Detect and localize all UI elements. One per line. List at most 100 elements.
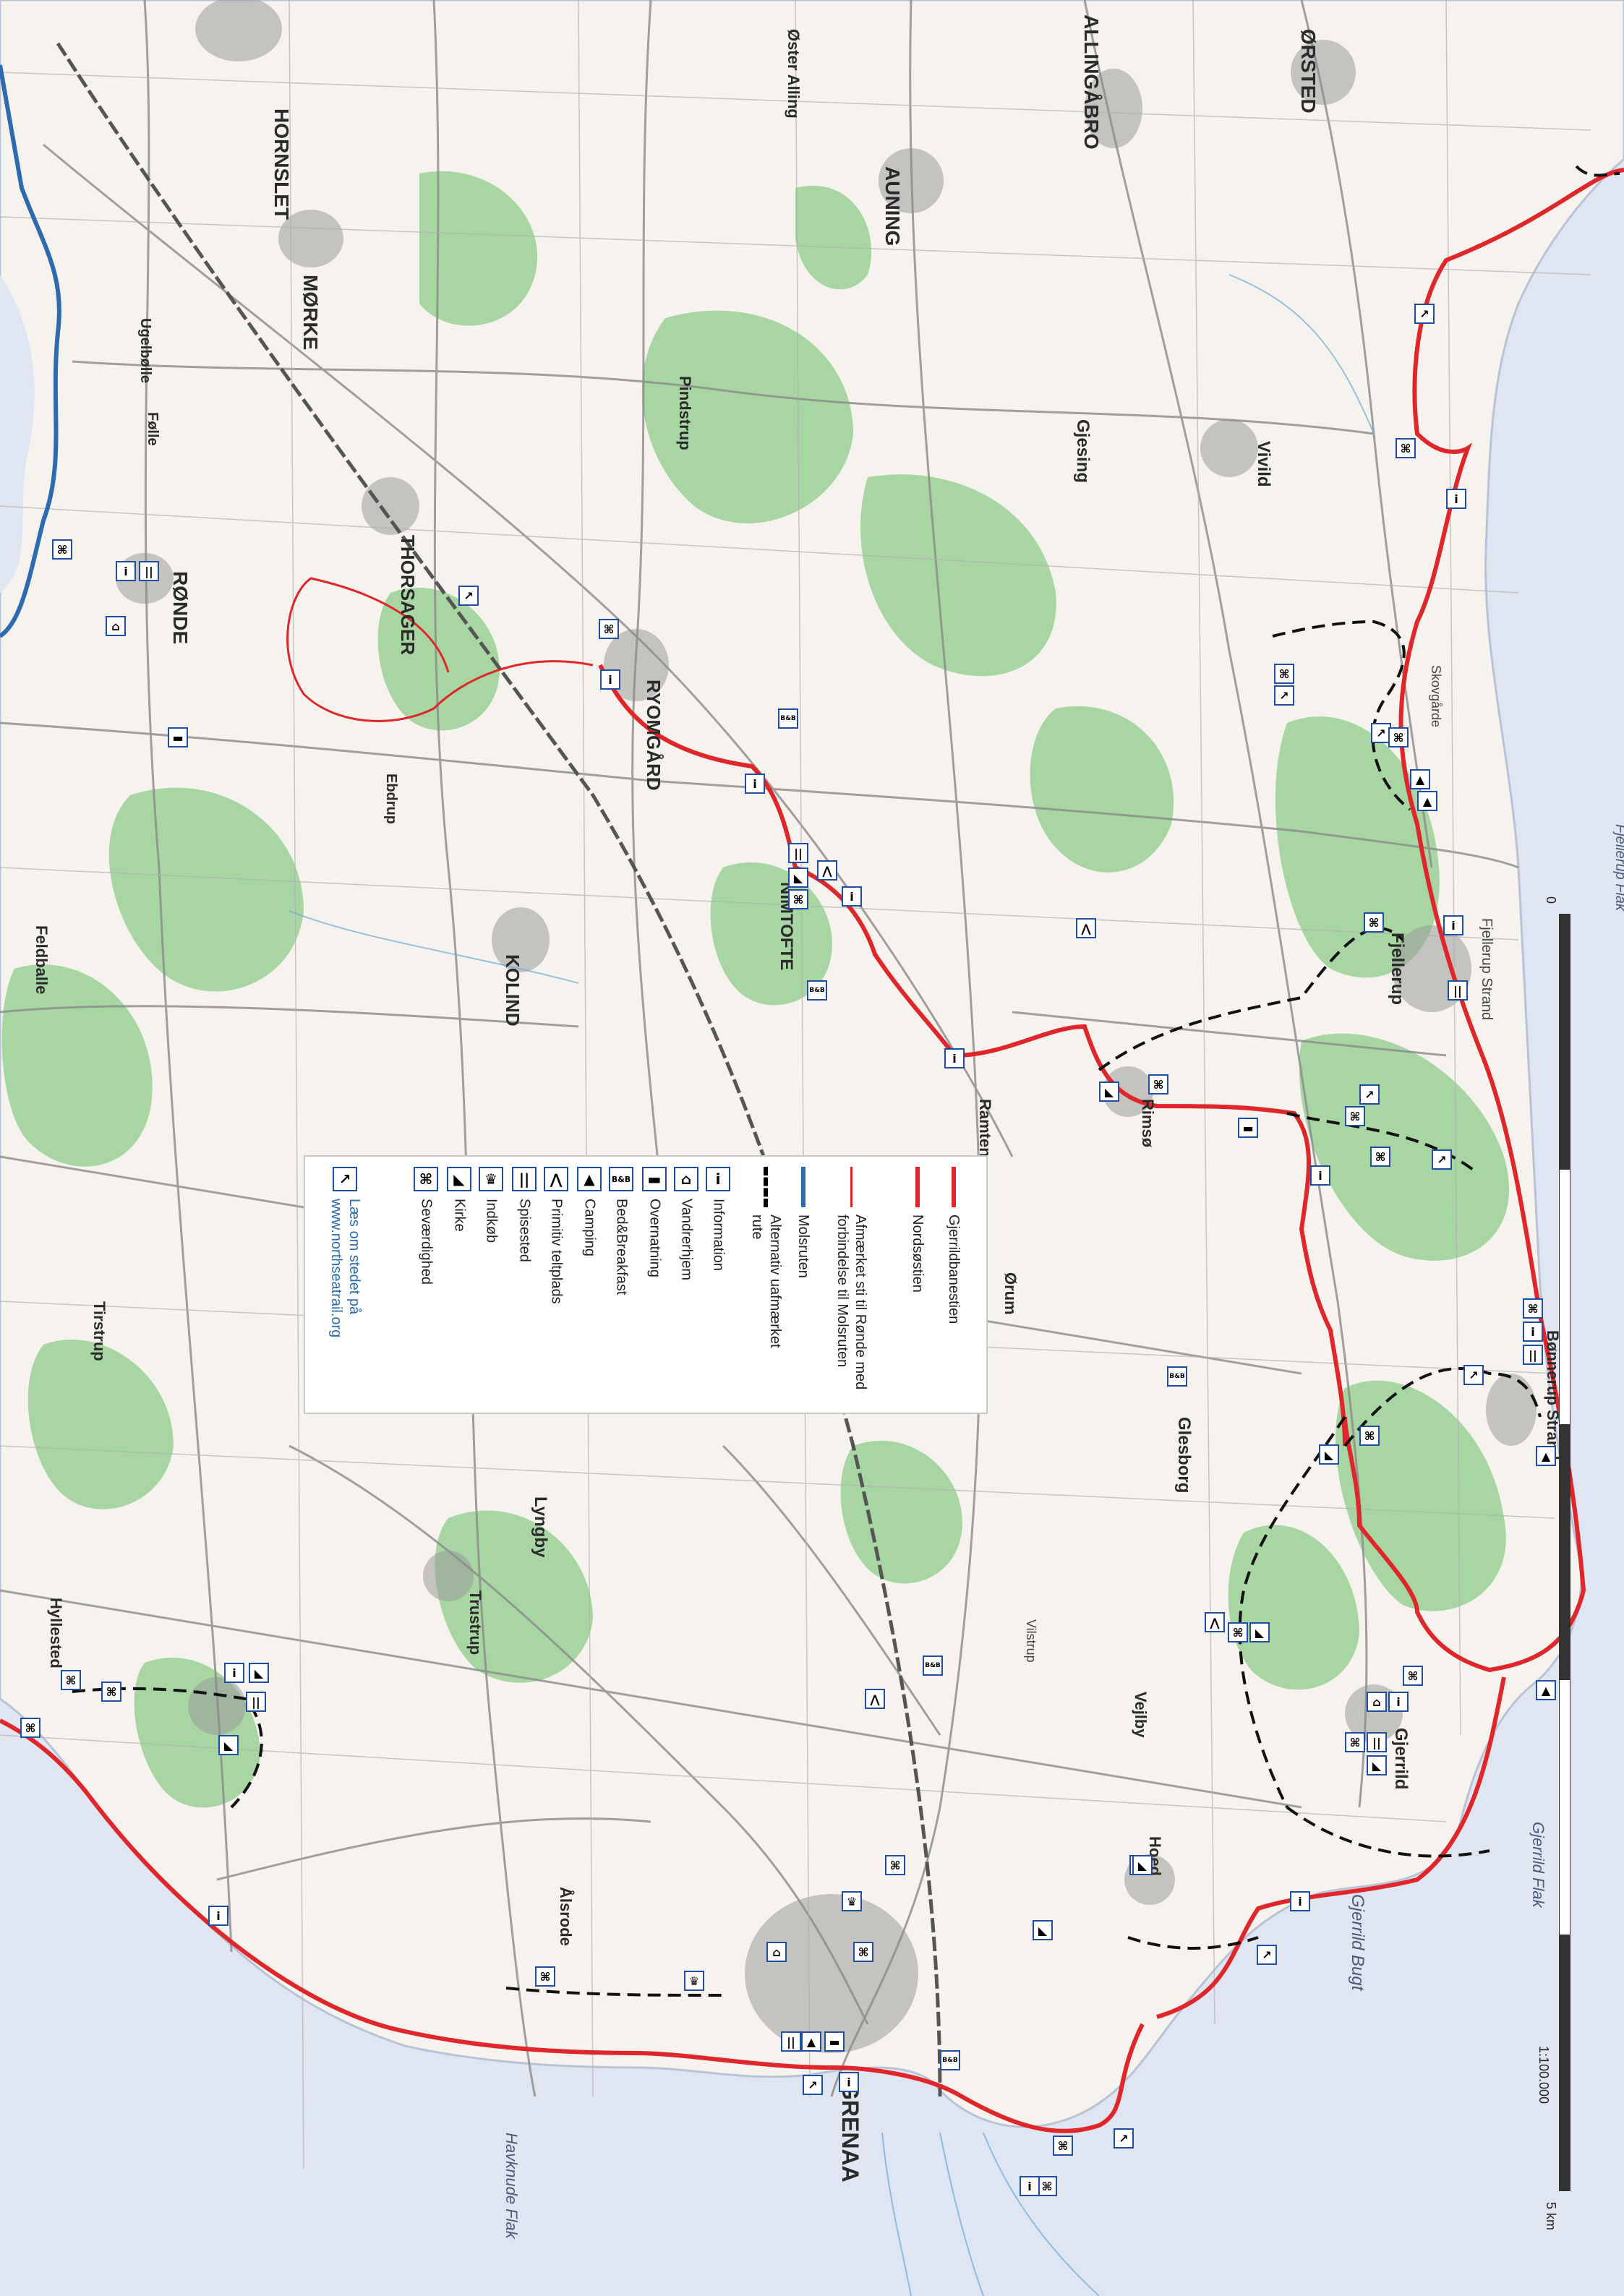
info-icon[interactable]: i [208, 1906, 228, 1926]
info-icon[interactable]: i [1446, 489, 1466, 509]
camping-icon[interactable]: ▲ [1410, 769, 1430, 789]
info-icon[interactable]: i [1523, 1322, 1543, 1342]
shopping-icon[interactable]: ♛ [684, 1971, 704, 1991]
bnb-icon[interactable]: B&B [807, 980, 827, 1001]
legend-item-gjerrildbanestien: Gjerrildbanestien [944, 1167, 962, 1324]
bnb-icon[interactable]: B&B [1167, 1366, 1187, 1387]
sight-icon[interactable]: ⌘ [1364, 912, 1384, 933]
gjerrildbanestien-route [598, 664, 1347, 1447]
camping-icon[interactable]: ▲ [801, 2031, 821, 2052]
tent-icon: ⋀ [544, 1167, 568, 1191]
place-label: Ørum [1001, 1272, 1020, 1315]
church-icon[interactable]: ◣ [1249, 1622, 1270, 1642]
sight-icon[interactable]: ⌘ [1370, 1147, 1390, 1167]
info-icon[interactable]: i [1020, 2176, 1040, 2196]
hostel-icon[interactable]: ⌂ [1367, 1692, 1387, 1712]
sight-icon[interactable]: ⌘ [1037, 2176, 1057, 2196]
scale-bar [1559, 914, 1570, 2191]
read-more-icon[interactable]: ↗ [1257, 1945, 1277, 1965]
read-more-icon[interactable]: ↗ [1359, 1084, 1380, 1105]
bed-icon[interactable]: ▬ [168, 727, 188, 748]
info-icon[interactable]: i [944, 1048, 965, 1068]
sight-icon[interactable]: ⌘ [20, 1718, 40, 1738]
sight-icon[interactable]: ⌘ [52, 539, 72, 560]
tent-icon[interactable]: ⋀ [1076, 918, 1096, 938]
bed-icon[interactable]: ▬ [1238, 1118, 1258, 1138]
hostel-icon[interactable]: ⌂ [106, 616, 126, 636]
hostel-icon[interactable]: ⌂ [766, 1942, 787, 1962]
restaurant-icon[interactable]: || [781, 2031, 801, 2052]
info-icon[interactable]: i [224, 1663, 244, 1683]
read-more-icon[interactable]: ↗ [803, 2075, 823, 2095]
tent-icon[interactable]: ⋀ [1205, 1612, 1225, 1632]
info-icon[interactable]: i [1310, 1165, 1330, 1186]
sight-icon[interactable]: ⌘ [788, 889, 808, 909]
read-more-icon[interactable]: ↗ [1371, 723, 1391, 743]
read-more-icon[interactable]: ↗ [1414, 304, 1435, 324]
sight-icon[interactable]: ⌘ [1359, 1426, 1380, 1446]
info-icon[interactable]: i [600, 669, 620, 690]
church-icon[interactable]: ◣ [1099, 1081, 1119, 1102]
church-icon[interactable]: ◣ [1319, 1444, 1339, 1465]
place-label: THORSAGER [397, 535, 419, 655]
sight-icon[interactable]: ⌘ [535, 1966, 555, 1987]
tent-icon[interactable]: ⋀ [817, 860, 837, 881]
camping-icon[interactable]: ▲ [1536, 1446, 1556, 1466]
sight-icon[interactable]: ⌘ [1228, 1622, 1248, 1642]
read-more-icon[interactable]: ↗ [1463, 1365, 1484, 1385]
shopping-icon[interactable]: ♛ [842, 1891, 862, 1911]
sight-icon[interactable]: ⌘ [885, 1855, 905, 1875]
church-icon[interactable]: ◣ [249, 1663, 269, 1683]
bed-icon[interactable]: ▬ [824, 2031, 845, 2052]
info-icon[interactable]: i [842, 886, 862, 907]
church-icon[interactable]: ◣ [218, 1735, 239, 1755]
camping-icon[interactable]: ▲ [1417, 791, 1437, 811]
tent-icon[interactable]: ⋀ [865, 1689, 885, 1709]
thin-red-line-swatch [850, 1167, 852, 1207]
sight-icon[interactable]: ⌘ [1403, 1666, 1423, 1686]
info-icon[interactable]: i [1388, 1692, 1409, 1712]
restaurant-icon[interactable]: || [1448, 980, 1468, 1001]
legend-item-nordsoestien: Nordsøstien [908, 1167, 926, 1293]
church-icon[interactable]: ◣ [1132, 1855, 1153, 1875]
bnb-icon[interactable]: B&B [778, 708, 798, 729]
place-labels: HORNSLET MØRKE RØNDE THORSAGER RYOMGÅRD … [33, 14, 1562, 2183]
bnb-icon[interactable]: B&B [923, 1655, 943, 1676]
church-icon[interactable]: ◣ [1033, 1920, 1053, 1940]
restaurant-icon[interactable]: || [139, 561, 159, 581]
sight-icon[interactable]: ⌘ [599, 619, 619, 639]
read-more-icon[interactable]: ↗ [1114, 2128, 1134, 2149]
restaurant-icon[interactable]: || [246, 1692, 266, 1712]
read-more-icon[interactable]: ↗ [1274, 685, 1294, 706]
sight-icon[interactable]: ⌘ [1396, 438, 1416, 458]
scale-start-label: 0 [1544, 896, 1558, 904]
sight-icon[interactable]: ⌘ [1053, 2136, 1073, 2156]
read-more-icon[interactable]: ↗ [458, 586, 479, 606]
sight-icon[interactable]: ⌘ [1148, 1074, 1168, 1095]
church-icon[interactable]: ◣ [788, 868, 808, 888]
info-icon[interactable]: i [1443, 915, 1463, 935]
info-icon[interactable]: i [745, 774, 765, 794]
info-icon[interactable]: i [116, 561, 136, 581]
info-icon[interactable]: i [1290, 1891, 1310, 1911]
sight-icon[interactable]: ⌘ [1388, 727, 1409, 748]
blue-line-swatch [800, 1167, 805, 1207]
sight-icon[interactable]: ⌘ [101, 1682, 121, 1702]
info-icon[interactable]: i [839, 2072, 859, 2092]
sight-icon[interactable]: ⌘ [1274, 664, 1294, 684]
bnb-icon[interactable]: B&B [940, 2050, 960, 2070]
restaurant-icon[interactable]: || [1367, 1732, 1387, 1752]
legend-item-ronde-trail: Afmærket sti til Rønde med forbindelse t… [833, 1167, 869, 1417]
sight-icon[interactable]: ⌘ [1345, 1732, 1365, 1752]
sight-icon[interactable]: ⌘ [1523, 1298, 1543, 1319]
church-icon[interactable]: ◣ [1367, 1755, 1387, 1775]
restaurant-icon[interactable]: || [788, 843, 808, 863]
restaurant-icon[interactable]: || [1523, 1345, 1543, 1365]
read-more-icon[interactable]: ↗ [1432, 1149, 1452, 1170]
sight-icon[interactable]: ⌘ [61, 1670, 81, 1690]
camping-icon[interactable]: ▲ [1536, 1680, 1556, 1700]
sight-icon[interactable]: ⌘ [853, 1942, 873, 1962]
legend-link[interactable]: Læs om stedet på www.northseatrail.org [328, 1199, 362, 1338]
sight-icon[interactable]: ⌘ [1345, 1106, 1365, 1126]
